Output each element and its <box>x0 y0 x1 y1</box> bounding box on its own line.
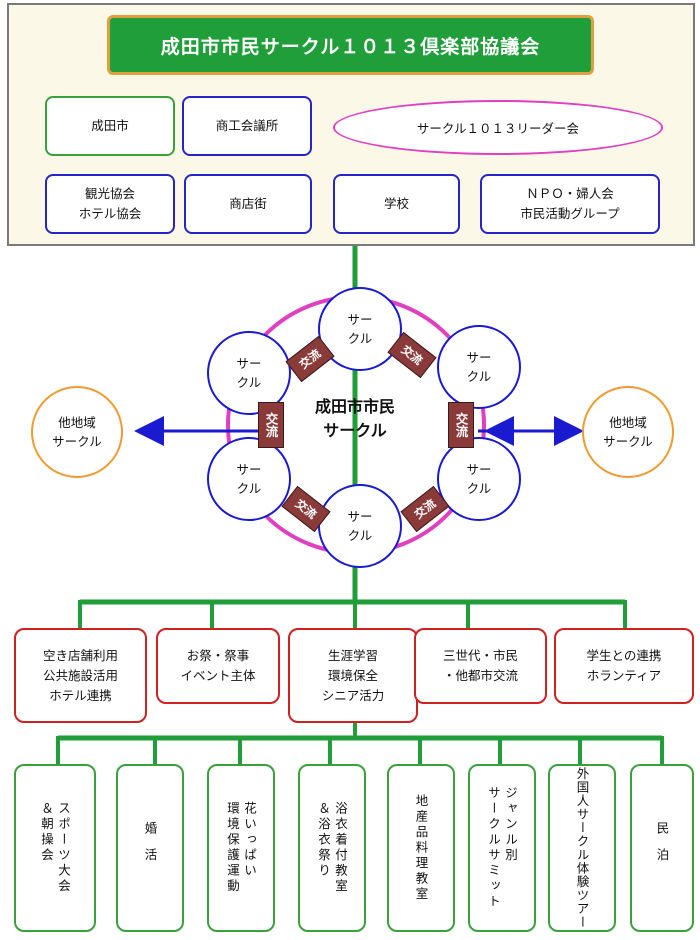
circle-upper-left: サー クル <box>207 331 291 415</box>
category-three-generations: 三世代・市民 ・他都市交流 <box>414 628 547 704</box>
exchange-badge-left: 交流 <box>258 402 284 448</box>
council-title: 成田市市民サークル１０１３倶楽部協議会 <box>107 15 594 75</box>
org-shopping-street: 商店街 <box>184 174 312 234</box>
other-region-left: 他地域 サークル <box>31 386 123 478</box>
category-vacant-store-use: 空き店舗利用 公共施設活用 ホテル連携 <box>14 628 147 723</box>
circle-lower-right: サー クル <box>437 437 521 521</box>
other-region-right: 他地域 サークル <box>582 386 674 478</box>
exchange-badge-right: 交流 <box>448 402 474 448</box>
org-chamber-of-commerce: 商工会議所 <box>182 96 312 156</box>
activity-flower-environment: 花いっぱい 環境保護運動 <box>207 764 275 932</box>
center-label: 成田市市民 サークル <box>314 397 395 440</box>
activity-local-food-cooking: 地産品料理教室 <box>387 764 455 932</box>
activity-konkatsu: 婚活 <box>116 764 184 932</box>
activity-circle-summit: ジャンル別 サークルサミット <box>468 764 536 932</box>
activity-sports-festival: スポーツ大会 ＆朝操会 <box>14 764 96 932</box>
category-festivals-events: お祭・祭事 イベント主体 <box>156 628 280 704</box>
circle-upper-right: サー クル <box>437 325 521 409</box>
circle-lower-left: サー クル <box>207 437 291 521</box>
activity-yukata: 浴衣着付教室 ＆浴衣祭り <box>298 764 366 932</box>
org-narita-city: 成田市 <box>45 96 175 156</box>
activity-minpaku: 民泊 <box>630 764 694 932</box>
activity-foreigner-tour: 外国人サークル体験ツアー <box>548 764 616 932</box>
org-school: 学校 <box>333 174 460 234</box>
category-lifelong-learning: 生涯学習 環境保全 シニア活力 <box>288 628 418 723</box>
circle-bottom: サー クル <box>318 484 402 568</box>
org-tourism-hotel-association: 観光協会 ホテル協会 <box>45 174 175 234</box>
org-npo-womens-association: ＮＰＯ・婦人会 市民活動グループ <box>480 174 660 234</box>
org-leader-council: サークル１０１３リーダー会 <box>333 100 663 155</box>
category-student-collaboration: 学生との連携 ホランティア <box>554 628 694 704</box>
